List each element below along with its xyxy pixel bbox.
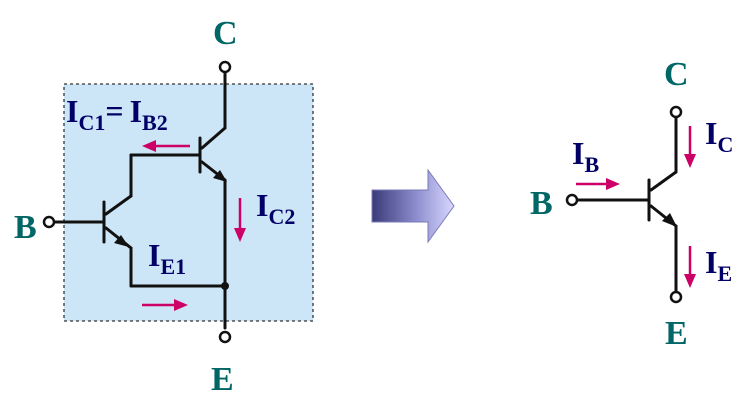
ib2-current-arrow: [142, 140, 190, 152]
ic2-current-arrow: [234, 198, 246, 242]
ic2-sub: C2: [268, 204, 295, 229]
ie-main: I: [705, 244, 717, 280]
ic-sub: C: [717, 132, 733, 157]
rt-collector: [649, 170, 678, 192]
right-label-b: B: [530, 185, 553, 222]
right-label-e: E: [665, 315, 688, 352]
ib-sub: B: [584, 152, 599, 177]
ie1-sub: E1: [160, 254, 186, 279]
darlington-pair-circuit: C B E IC1=IB2 IC2 IE1: [14, 15, 314, 398]
equivalent-transistor: C B E IB IC IE: [530, 56, 733, 352]
label-ic1-eq-ib2: IC1=IB2: [66, 93, 168, 135]
ic-current-arrow: [684, 126, 696, 168]
equivalence-arrow-icon: [371, 168, 455, 244]
q1-emitter-arrow: [114, 235, 129, 247]
ib2-sub: B2: [142, 110, 168, 135]
right-terminal-c: [669, 105, 683, 119]
left-terminal-b: [42, 215, 56, 229]
right-terminal-b: [565, 193, 579, 207]
ic1-sub: C1: [78, 110, 105, 135]
left-terminal-e: [218, 330, 232, 344]
q2-emitter-arrow: [213, 170, 227, 182]
ib-current-arrow: [576, 178, 620, 190]
ic-main: I: [705, 115, 717, 151]
label-ic2: IC2: [256, 187, 295, 229]
label-ie1: IE1: [148, 237, 186, 279]
ic1-main: I: [66, 93, 78, 129]
right-terminal-e: [669, 290, 683, 304]
rt-emitter-arrow: [662, 213, 677, 227]
ie1-current-arrow: [142, 299, 188, 311]
ib2-main: I: [130, 93, 142, 129]
ie-sub: E: [717, 261, 732, 286]
q1-collector: [104, 194, 133, 216]
label-ib: IB: [572, 135, 599, 177]
left-label-e: E: [211, 361, 234, 398]
label-ie: IE: [705, 244, 732, 286]
equals-sign: =: [105, 93, 123, 129]
junction-dot: [221, 282, 229, 290]
left-label-b: B: [14, 209, 37, 246]
left-terminal-c: [218, 60, 232, 74]
label-ic: IC: [705, 115, 733, 157]
ib-main: I: [572, 135, 584, 171]
ic2-main: I: [256, 187, 268, 223]
left-label-c: C: [213, 15, 238, 52]
right-label-c: C: [664, 56, 689, 93]
ie-current-arrow: [684, 246, 696, 288]
ie1-main: I: [148, 237, 160, 273]
q2-collector: [200, 126, 227, 150]
